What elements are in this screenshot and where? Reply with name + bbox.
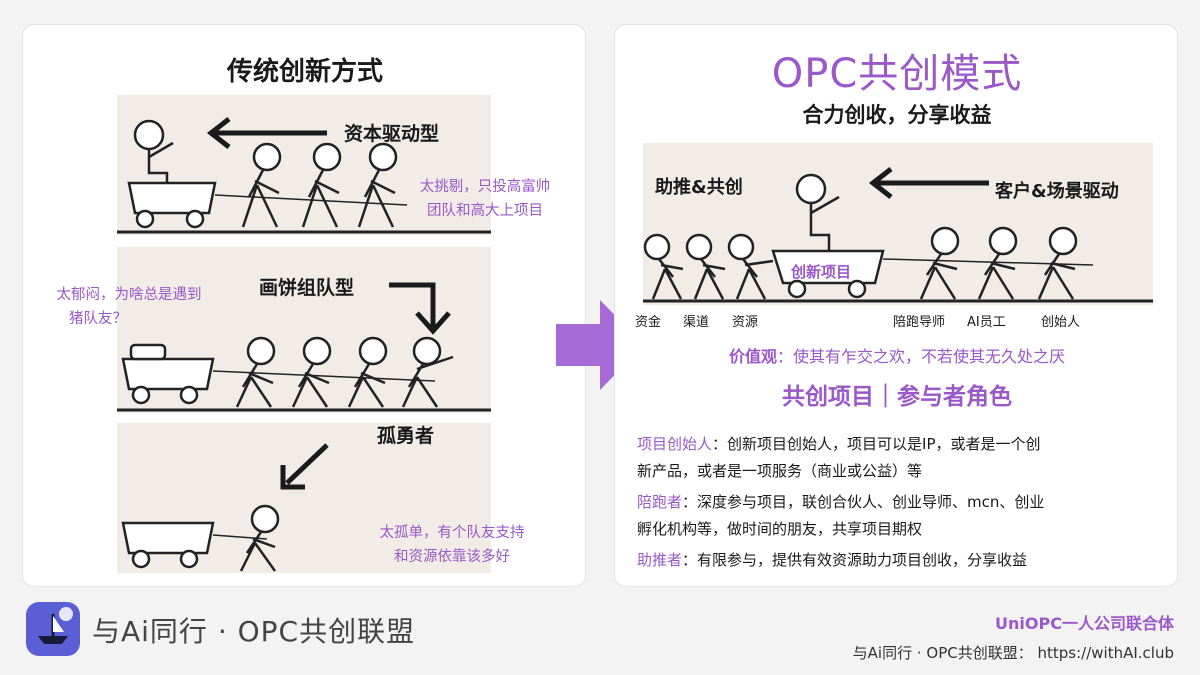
roles-list: 项目创始人：创新项目创始人，项目可以是IP，或者是一个创 新产品，或者是一项服务… [637, 431, 1167, 574]
role-item-booster: 助推者：有限参与，提供有效资源助力项目创收，分享收益 [637, 547, 1167, 574]
role-desc-line1: ：有限参与，提供有效资源助力项目创收，分享收益 [682, 551, 1028, 569]
capital-note-line1: 太挑剔，只投高富帅 [419, 179, 551, 195]
lone-label: 孤勇者 [377, 425, 435, 447]
value-key: 价值观 [728, 347, 777, 366]
role-desc-line1: ：深度参与项目，联创合伙人、创业导师、mcn、创业 [682, 493, 1045, 511]
puller-label-founder: 创始人 [1041, 315, 1081, 330]
opc-scene-drawing [643, 167, 1153, 303]
helper-label-channels: 渠道 [683, 315, 710, 330]
opc-scene [643, 143, 1153, 305]
pie-scene [117, 247, 491, 413]
right-title: OPC共创模式 [771, 51, 1023, 97]
puller-label-ai-staff: AI员工 [967, 315, 1006, 330]
footer-logo-text: 与Ai同行 · OPC共创联盟 [92, 615, 416, 648]
lone-note: 太孤单，有个队友支持 和资源依靠该多好 [349, 521, 555, 569]
capital-scene [117, 95, 491, 235]
capital-note: 太挑剔，只投高富帅 团队和高大上项目 [395, 175, 575, 223]
role-name: 助推者 [637, 551, 683, 569]
role-desc-line2: 新产品，或者是一项服务（商业或公益）等 [637, 462, 923, 480]
role-desc-line2: 孵化机构等，做时间的朋友，共享项目期权 [637, 520, 923, 538]
right-subtitle: 合力创收，分享收益 [802, 103, 992, 127]
pie-note: 太郁闷，为啥总是遇到 猪队友？ [31, 283, 227, 331]
traditional-panel: 传统创新方式 资本驱动型 太挑剔，只投高富帅 [22, 24, 586, 587]
push-label: 助推&共创 [655, 177, 743, 198]
capital-label: 资本驱动型 [344, 123, 440, 145]
footer-credit-link[interactable]: 与Ai同行 · OPC共创联盟： https://withAI.club [852, 644, 1174, 662]
pie-label: 画饼组队型 [259, 277, 355, 299]
value-text: ：使其有乍交之欢，不若使其无久处之厌 [777, 347, 1066, 366]
cart-label: 创新项目 [791, 263, 852, 281]
drive-label: 客户&场景驱动 [995, 181, 1119, 202]
boat-logo-icon [26, 602, 80, 656]
helper-label-resources: 资源 [732, 315, 759, 330]
capital-note-line2: 团队和高大上项目 [427, 203, 543, 219]
role-item-companion: 陪跑者：深度参与项目，联创合伙人、创业导师、mcn、创业 孵化机构等，做时间的朋… [637, 489, 1167, 543]
opc-panel: OPC共创模式 合力创收，分享收益 [614, 24, 1178, 587]
left-title: 传统创新方式 [226, 57, 383, 87]
capital-scene-drawing [117, 117, 491, 234]
pie-note-line2: 猪队友？ [69, 311, 127, 327]
roles-title: 共创项目｜参与者角色 [782, 384, 1012, 410]
role-name: 陪跑者 [637, 493, 683, 511]
lone-note-line2: 和资源依靠该多好 [394, 549, 510, 565]
puller-label-mentor: 陪跑导师 [893, 315, 946, 330]
lone-scene-drawing [121, 443, 329, 572]
footer-brand: UniOPC一人公司联合体 [995, 614, 1174, 633]
boat-logo-drawing [38, 607, 73, 644]
pie-note-line1: 太郁闷，为啥总是遇到 [56, 287, 202, 303]
role-desc-line1: ：创新项目创始人，项目可以是IP，或者是一个创 [712, 435, 1041, 453]
helper-label-funds: 资金 [635, 315, 662, 330]
lone-scene [117, 423, 491, 573]
pie-scene-drawing [117, 282, 491, 412]
role-name: 项目创始人 [637, 435, 713, 453]
value-statement: 价值观：使其有乍交之欢，不若使其无久处之厌 [615, 343, 1179, 367]
role-item-founder: 项目创始人：创新项目创始人，项目可以是IP，或者是一个创 新产品，或者是一项服务… [637, 431, 1167, 485]
lone-note-line1: 太孤单，有个队友支持 [379, 525, 525, 541]
